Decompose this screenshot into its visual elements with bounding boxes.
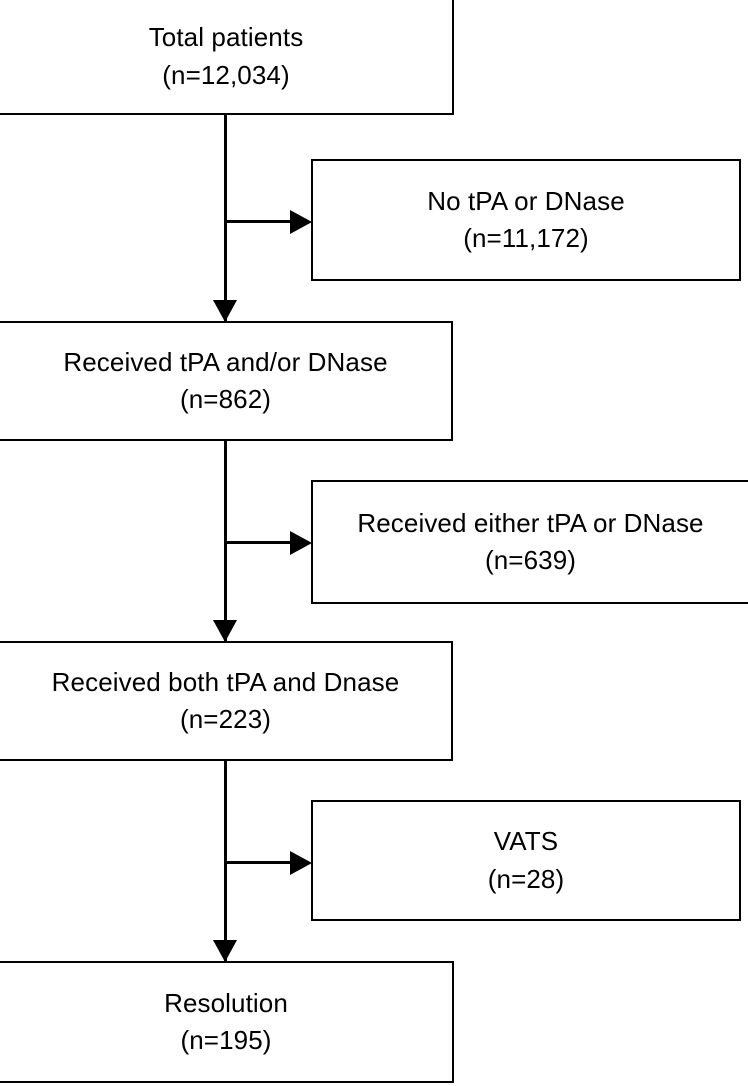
node-vats: VATS (n=28) <box>311 800 741 921</box>
node-no-tpa-or-dnase-count: (n=11,172) <box>463 223 589 253</box>
arrowhead-down-to-received-any-icon <box>213 300 237 322</box>
node-vats-label: VATS <box>493 826 559 857</box>
node-received-tpa-andor-dnase-count: (n=862) <box>179 384 272 414</box>
arrowhead-right-to-received-either-icon <box>290 531 312 555</box>
node-resolution-count: (n=195) <box>180 1025 272 1055</box>
node-total-patients-count: (n=12,034) <box>162 59 290 90</box>
connector-vertical-total-to-received-any <box>224 114 227 322</box>
connector-vertical-received-any-to-received-both <box>224 440 227 642</box>
arrowhead-right-to-no-tpa-icon <box>290 210 312 234</box>
arrowhead-right-to-vats-icon <box>290 851 312 875</box>
node-vats-count: (n=28) <box>487 863 565 894</box>
node-received-both-tpa-and-dnase-count: (n=223) <box>179 704 272 734</box>
node-received-either-tpa-or-dnase: Received either tPA or DNase (n=639) <box>311 480 748 604</box>
node-received-tpa-andor-dnase: Received tPA and/or DNase (n=862) <box>0 321 453 441</box>
node-received-either-tpa-or-dnase-label: Received either tPA or DNase <box>357 507 704 538</box>
node-received-either-tpa-or-dnase-count: (n=639) <box>484 545 577 575</box>
connector-vertical-received-both-to-resolution <box>224 760 227 962</box>
node-no-tpa-or-dnase-label: No tPA or DNase <box>427 185 625 216</box>
node-no-tpa-or-dnase: No tPA or DNase (n=11,172) <box>311 159 741 281</box>
node-received-both-tpa-and-dnase-label: Received both tPA and Dnase <box>51 666 400 697</box>
connector-horizontal-total-to-no-tpa <box>226 220 296 223</box>
node-received-both-tpa-and-dnase: Received both tPA and Dnase (n=223) <box>0 641 453 761</box>
arrowhead-down-to-received-both-icon <box>213 620 237 642</box>
node-total-patients: Total patients (n=12,034) <box>0 0 454 115</box>
arrowhead-down-to-resolution-icon <box>213 940 237 962</box>
node-resolution-label: Resolution <box>164 987 288 1018</box>
node-total-patients-label: Total patients <box>148 22 304 53</box>
connector-horizontal-received-any-to-either <box>226 541 296 544</box>
node-resolution: Resolution (n=195) <box>0 961 454 1083</box>
connector-horizontal-received-both-to-vats <box>226 861 296 864</box>
node-received-tpa-andor-dnase-label: Received tPA and/or DNase <box>63 346 388 377</box>
